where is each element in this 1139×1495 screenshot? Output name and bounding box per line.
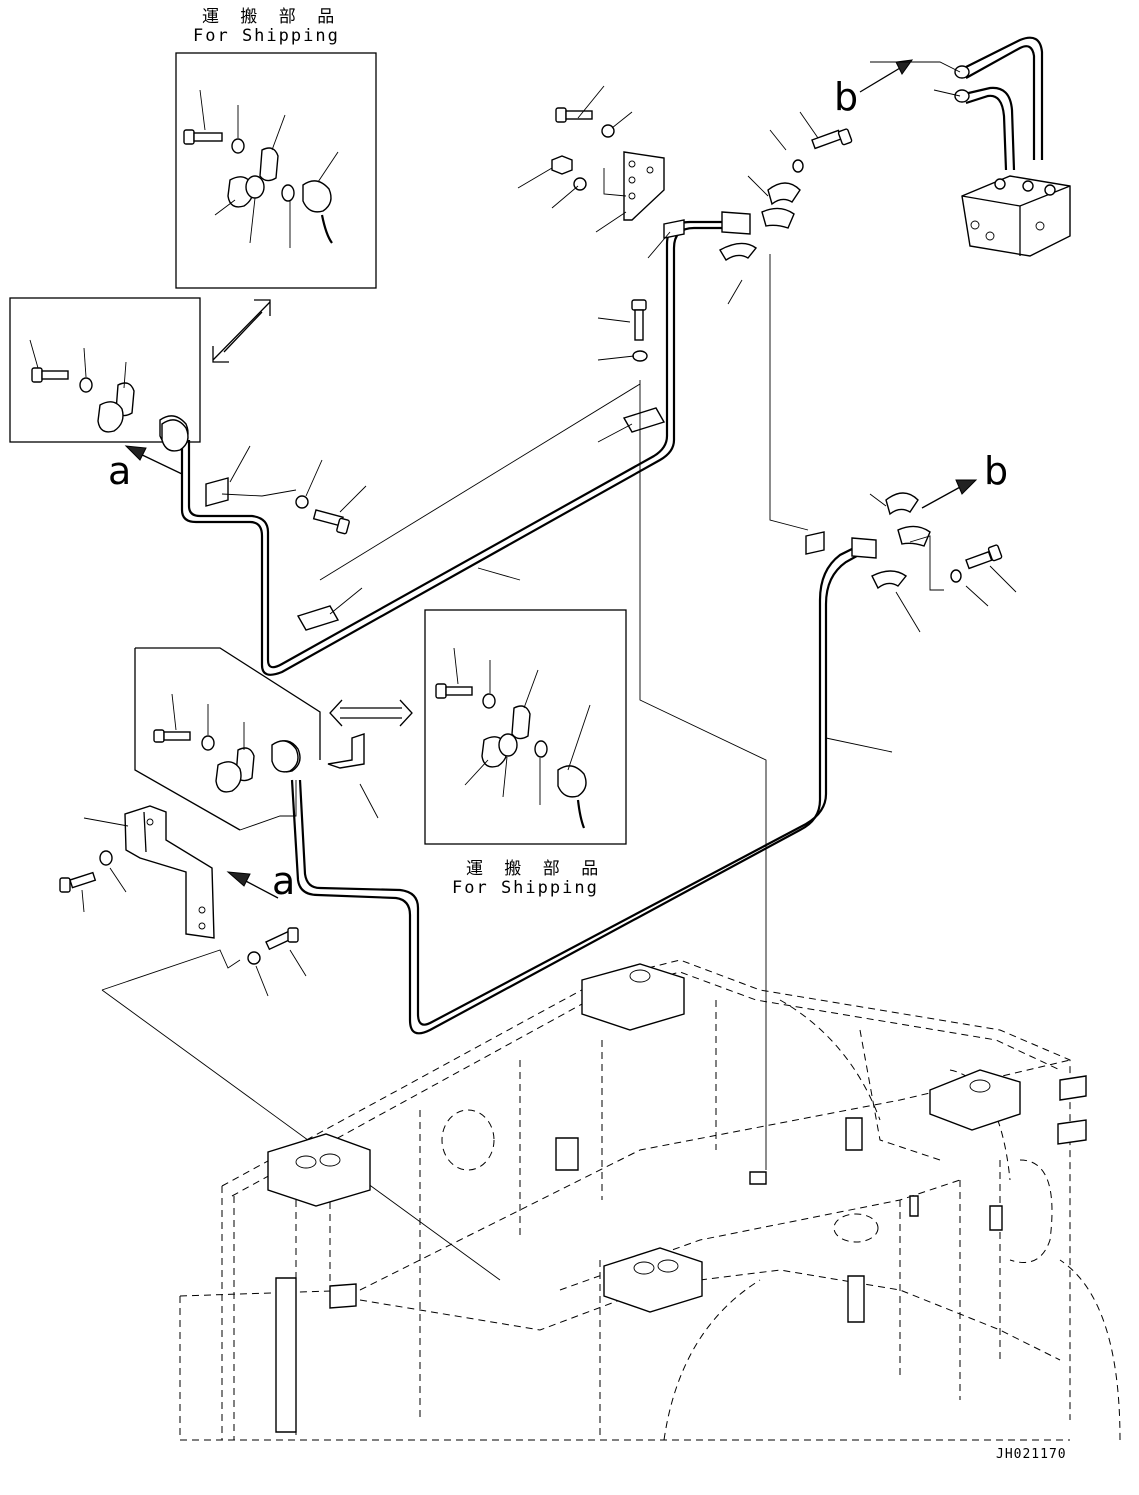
leader-lines [81, 61, 1017, 997]
clamp-set-top-right [761, 128, 853, 229]
hose-fitting [161, 419, 189, 452]
shipping-title-top-en: For Shipping [193, 26, 340, 46]
bolt-set-mid [295, 495, 350, 535]
pipe-flange [851, 537, 877, 559]
control-valve [961, 175, 1071, 257]
reference-lines [101, 168, 809, 1281]
shipping-title-top-jp: 運 搬 部 品 [202, 7, 343, 27]
pipe-clamp [622, 407, 666, 433]
hydraulic-pipe-upper [161, 211, 758, 676]
clamp-set-right [885, 492, 1003, 583]
pipe-clamp [805, 531, 825, 555]
double-arrow-icon [212, 299, 271, 363]
machine-frame [179, 959, 1121, 1441]
hose-fitting [302, 180, 332, 213]
u-bolt [871, 570, 908, 590]
shipping-title-mid-jp: 運 搬 部 品 [466, 859, 607, 879]
mounting-plate-top [551, 107, 685, 239]
o-ring [281, 184, 295, 202]
bracket-detail-panel [134, 647, 321, 831]
pipe-flange [721, 211, 751, 235]
direction-arrow-icon [124, 59, 978, 899]
double-arrow-icon [329, 699, 413, 727]
drawing-code: JH021170 [996, 1447, 1067, 1462]
hose-assembly-b [954, 36, 1044, 171]
bolt [183, 129, 223, 145]
detail-box-left [9, 297, 201, 448]
bolt-center [631, 299, 648, 362]
reference-b-upper: b [834, 75, 859, 119]
pipe-clamp [205, 477, 229, 507]
washer [231, 138, 245, 154]
reference-a-upper: a [108, 449, 132, 493]
bracket-lower-left [59, 733, 365, 965]
shipping-detail-box-top [175, 52, 377, 289]
reference-b-lower: b [984, 449, 1009, 493]
reference-a-lower: a [272, 859, 296, 903]
clamp-half [259, 147, 279, 182]
shipping-detail-box-mid [424, 609, 627, 845]
u-bolt [719, 242, 758, 261]
hydraulic-pipe-lower [271, 531, 908, 1035]
pipe-clamp [296, 605, 340, 631]
shipping-title-mid-en: For Shipping [452, 878, 599, 898]
